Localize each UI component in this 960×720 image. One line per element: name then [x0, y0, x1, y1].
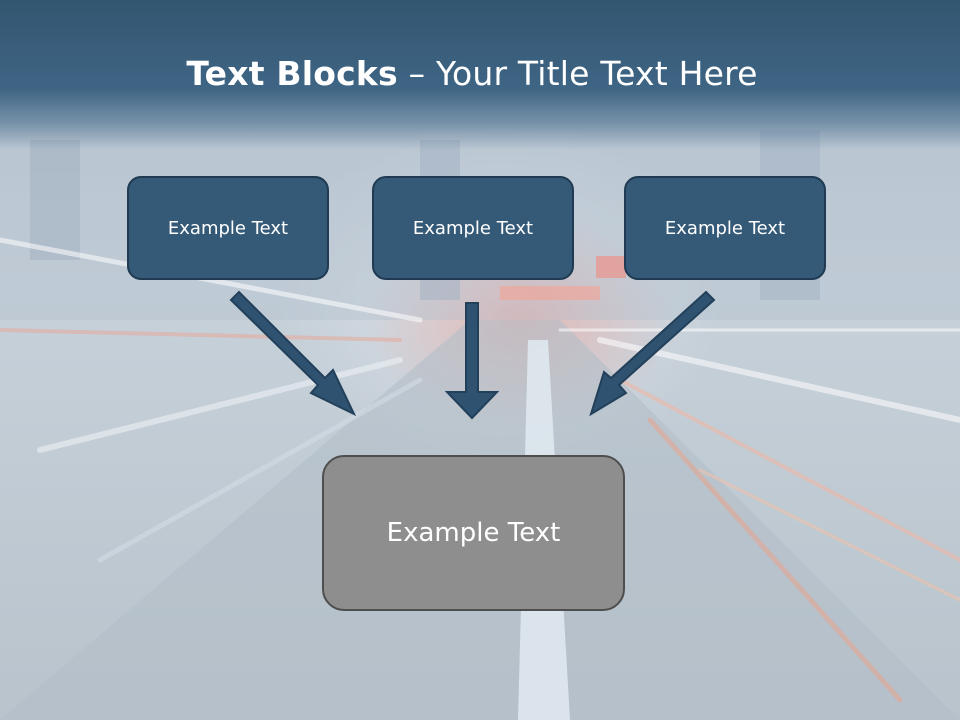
text-block-right-label: Example Text: [664, 217, 786, 239]
text-block-center-label: Example Text: [412, 217, 534, 239]
target-text-block-label: Example Text: [386, 518, 561, 548]
text-block-right[interactable]: Example Text: [624, 176, 826, 280]
title-rest: – Your Title Text Here: [397, 54, 758, 93]
arrow-down-right-icon: [229, 290, 357, 417]
target-text-block[interactable]: Example Text: [322, 455, 625, 611]
slide-title: Text Blocks – Your Title Text Here: [0, 54, 944, 93]
text-block-left-label: Example Text: [167, 217, 289, 239]
text-block-left[interactable]: Example Text: [127, 176, 329, 280]
text-block-center[interactable]: Example Text: [372, 176, 574, 280]
title-band: [0, 0, 960, 150]
title-strong: Text Blocks: [186, 54, 398, 93]
arrow-down-left-icon: [589, 290, 716, 417]
arrow-down-icon: [444, 302, 500, 420]
